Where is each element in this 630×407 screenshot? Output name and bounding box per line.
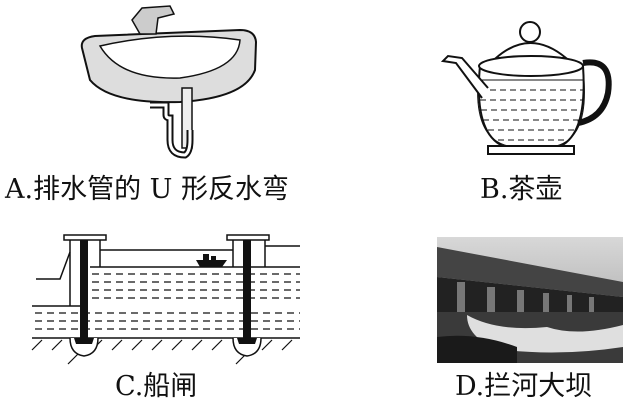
right-gate: [243, 240, 251, 340]
ship-icon: [196, 254, 227, 267]
left-gate: [80, 240, 88, 340]
teapot-illustration: [440, 21, 612, 155]
option-c-label: C.船闸: [115, 371, 198, 402]
option-a-label: A.排水管的 U 形反水弯: [5, 174, 290, 205]
river-dam-photo: [437, 237, 623, 363]
ship-lock-illustration: [31, 234, 300, 365]
sink-u-trap-illustration: [80, 5, 258, 159]
option-d-label: D.拦河大坝: [455, 371, 593, 402]
option-b-label: B.茶壶: [480, 174, 563, 205]
